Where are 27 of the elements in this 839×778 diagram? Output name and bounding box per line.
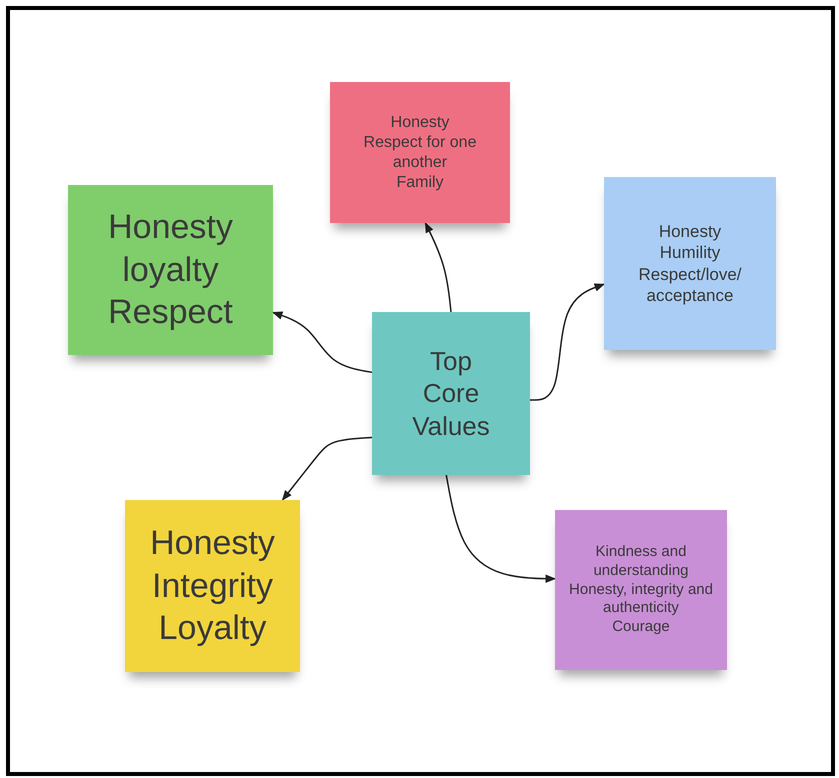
arrow (530, 284, 605, 401)
note-text: Honesty (150, 523, 275, 564)
arrow (424, 222, 452, 312)
note-text: Honesty (658, 221, 722, 242)
note-text: Family (396, 172, 444, 192)
note-text: Honesty, integrity and authenticity (568, 580, 714, 618)
note-text: loyalty (122, 250, 219, 291)
note-text: Honesty (390, 112, 450, 132)
note-text: Kindness and understanding (592, 543, 690, 581)
arrow (282, 436, 372, 501)
sticky-note (372, 312, 530, 475)
sticky-note (555, 510, 727, 670)
note-text: Courage (612, 618, 670, 637)
note-text: Integrity (152, 566, 273, 607)
note-text: Loyalty (158, 608, 266, 650)
note-text: Respect/love/ acceptance (638, 264, 742, 306)
sticky-note (125, 500, 300, 672)
sticky-note (330, 82, 510, 223)
arrow (446, 474, 556, 583)
note-text: Top Core Values (411, 344, 491, 442)
note-text: Respect for one another (362, 132, 478, 172)
note-text: Respect (108, 292, 233, 334)
note-text: Honesty (108, 207, 233, 248)
sticky-note (604, 177, 776, 350)
arrow (272, 312, 372, 374)
sticky-note (68, 185, 273, 355)
note-text: Humility (660, 242, 720, 264)
